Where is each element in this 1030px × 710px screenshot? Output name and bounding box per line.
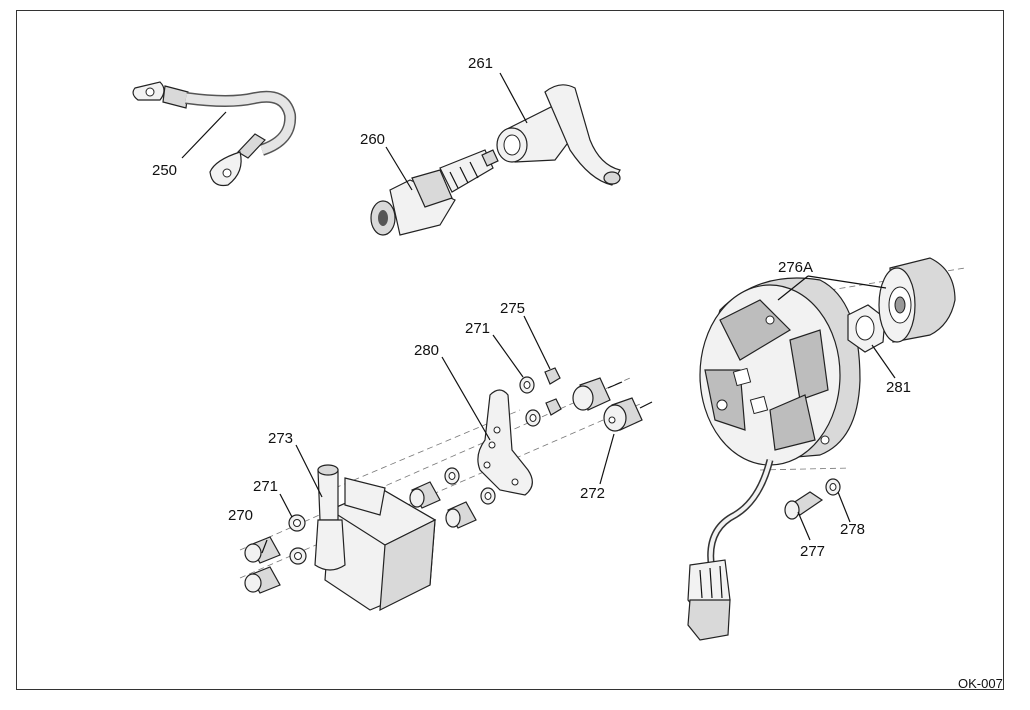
label-272: 272 xyxy=(580,485,605,502)
label-250: 250 xyxy=(152,162,177,179)
bolts-coil xyxy=(244,514,307,594)
ground-cable-250 xyxy=(132,81,297,187)
label-280: 280 xyxy=(414,342,439,359)
washer-278 xyxy=(825,478,841,496)
label-271-left: 271 xyxy=(253,478,278,495)
stator-assembly-276A xyxy=(699,277,861,466)
label-270: 270 xyxy=(228,507,253,524)
bolts-bracket xyxy=(409,481,477,529)
label-281: 281 xyxy=(886,379,911,396)
spark-plug-cap-261 xyxy=(496,84,621,186)
label-275: 275 xyxy=(500,300,525,317)
ignition-coil-273 xyxy=(314,464,437,612)
diagram-code: OK-007 xyxy=(958,676,1003,691)
leader-lines xyxy=(181,72,896,554)
part-labels: 250 260 261 270 271 271 272 273 275 276A… xyxy=(152,55,1003,691)
rubber-mounts-272 xyxy=(572,377,653,432)
hex-nut-281 xyxy=(847,304,886,353)
label-271-right: 271 xyxy=(465,320,490,337)
label-278: 278 xyxy=(840,521,865,538)
label-273: 273 xyxy=(268,430,293,447)
label-261: 261 xyxy=(468,55,493,72)
spark-plug-260 xyxy=(370,149,499,236)
label-276A: 276A xyxy=(778,259,813,276)
flywheel-magnet-276A xyxy=(878,257,956,343)
bolt-277 xyxy=(784,491,824,520)
washers-nuts-bracket xyxy=(444,367,562,505)
label-277: 277 xyxy=(800,543,825,560)
wiring-harness xyxy=(687,459,774,641)
diagram-frame xyxy=(16,10,1004,690)
label-260: 260 xyxy=(360,131,385,148)
bracket-plate-280 xyxy=(477,389,533,496)
